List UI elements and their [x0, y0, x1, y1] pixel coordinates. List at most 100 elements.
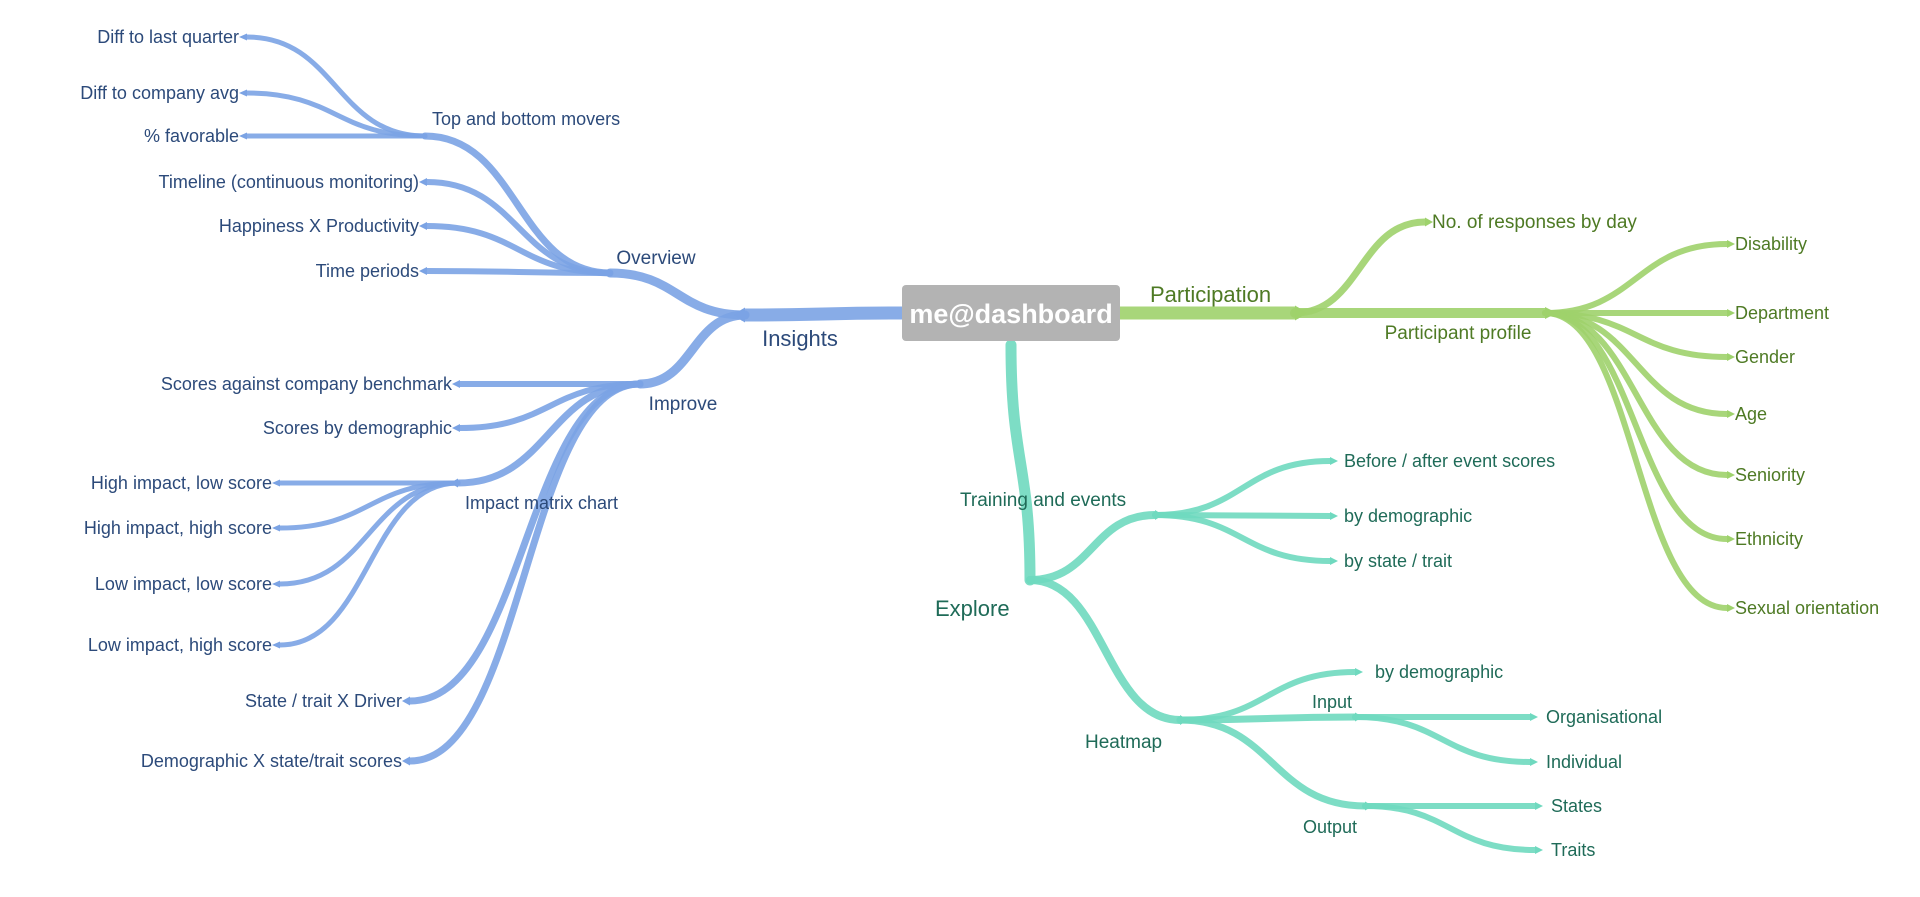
- node-heatmap[interactable]: Heatmap: [1085, 732, 1162, 753]
- edge-individual: [1352, 714, 1533, 765]
- edge-tip-low-high: [272, 641, 280, 649]
- node-low-high[interactable]: Low impact, high score: [88, 635, 272, 655]
- node-timeline[interactable]: Timeline (continuous monitoring): [159, 172, 419, 192]
- node-low-low[interactable]: Low impact, low score: [95, 574, 272, 594]
- edge-tip-age: [1727, 410, 1735, 418]
- node-training-events[interactable]: Training and events: [960, 490, 1126, 511]
- node-sexual-orientation[interactable]: Sexual orientation: [1735, 598, 1879, 618]
- node-diff-company-avg[interactable]: Diff to company avg: [80, 83, 239, 103]
- edge-tip-responses-by-day: [1425, 217, 1433, 227]
- edge-tip-te-by-demographic: [1330, 512, 1338, 520]
- edges: [239, 33, 1735, 854]
- node-before-after[interactable]: Before / after event scores: [1344, 451, 1555, 471]
- edge-overview: [605, 268, 750, 320]
- edge-tip-organisational: [1530, 713, 1538, 721]
- edge-tip-time-periods: [419, 267, 427, 275]
- edge-before-after: [1152, 458, 1333, 518]
- center-node[interactable]: me@dashboard: [902, 285, 1120, 341]
- edge-output: [1176, 716, 1369, 810]
- edge-tip-high-low: [272, 479, 280, 487]
- edge-tip-seniority: [1727, 471, 1735, 479]
- node-in-by-demographic[interactable]: by demographic: [1375, 662, 1503, 682]
- labels: Insights Overview Top and bottom movers Dif…: [80, 27, 1879, 860]
- edge-tip-state-trait-driver: [402, 696, 410, 706]
- node-te-by-demographic[interactable]: by demographic: [1344, 506, 1472, 526]
- node-scores-demographic[interactable]: Scores by demographic: [263, 418, 452, 438]
- node-traits[interactable]: Traits: [1551, 840, 1595, 860]
- edge-ethnicity: [1542, 310, 1730, 542]
- edge-tip-high-high: [272, 524, 280, 532]
- edge-diff-company-avg: [244, 90, 428, 139]
- node-overview[interactable]: Overview: [616, 248, 695, 269]
- edge-tip-disability: [1727, 240, 1735, 248]
- edge-tip-demographic-state-trait: [402, 756, 410, 766]
- node-department[interactable]: Department: [1735, 303, 1829, 323]
- edge-tip-ethnicity: [1727, 535, 1735, 543]
- node-input[interactable]: Input: [1312, 692, 1352, 712]
- node-time-periods[interactable]: Time periods: [316, 261, 419, 281]
- edge-tip-states: [1535, 802, 1543, 810]
- node-state-trait-driver[interactable]: State / trait X Driver: [245, 691, 402, 711]
- node-individual[interactable]: Individual: [1546, 752, 1622, 772]
- edge-tip-low-low: [272, 580, 280, 588]
- edge-tip-scores-demographic: [452, 424, 460, 432]
- edge-tip-in-by-demographic: [1355, 668, 1363, 676]
- node-pct-favorable[interactable]: % favorable: [144, 126, 239, 146]
- edge-explore: [1005, 339, 1036, 586]
- edge-in-by-demographic: [1177, 669, 1358, 723]
- edge-tip-sexual-orientation: [1727, 604, 1735, 612]
- node-seniority[interactable]: Seniority: [1735, 465, 1805, 485]
- node-impact-matrix[interactable]: Impact matrix chart: [465, 493, 618, 513]
- node-organisational[interactable]: Organisational: [1546, 707, 1662, 727]
- node-top-bottom-movers[interactable]: Top and bottom movers: [432, 109, 620, 129]
- node-demographic-state-trait[interactable]: Demographic X state/trait scores: [141, 751, 402, 771]
- edge-tip-pct-favorable: [239, 132, 247, 140]
- edge-tip-individual: [1530, 758, 1538, 766]
- node-scores-benchmark[interactable]: Scores against company benchmark: [161, 374, 453, 394]
- center-node-label: me@dashboard: [909, 299, 1112, 329]
- edge-traits: [1362, 803, 1538, 853]
- edge-insights: [738, 306, 909, 322]
- node-participant-profile[interactable]: Participant profile: [1385, 323, 1532, 344]
- node-age[interactable]: Age: [1735, 404, 1767, 424]
- edge-disability: [1542, 241, 1730, 316]
- node-explore[interactable]: Explore: [935, 596, 1010, 621]
- edge-tip-diff-company-avg: [239, 89, 247, 97]
- node-gender[interactable]: Gender: [1735, 347, 1795, 367]
- node-te-by-state-trait[interactable]: by state / trait: [1344, 551, 1452, 571]
- edge-improve: [635, 310, 750, 389]
- node-happiness-productivity[interactable]: Happiness X Productivity: [219, 216, 419, 236]
- edge-demographic-state-trait: [406, 380, 644, 765]
- center-node-box: [902, 285, 1120, 341]
- node-diff-last-quarter[interactable]: Diff to last quarter: [97, 27, 239, 47]
- edge-impact-matrix: [454, 380, 644, 487]
- edge-tip-happiness-productivity: [419, 222, 427, 230]
- edge-sexual-orientation: [1542, 310, 1730, 611]
- edge-tip-traits: [1535, 846, 1543, 854]
- node-participation[interactable]: Participation: [1150, 282, 1271, 307]
- edge-top-bottom-movers: [421, 132, 614, 277]
- node-high-low[interactable]: High impact, low score: [91, 473, 272, 493]
- edge-heatmap: [1026, 576, 1184, 724]
- edge-tip-scores-benchmark: [452, 380, 460, 388]
- edge-responses-by-day: [1291, 218, 1429, 317]
- edge-te-by-state-trait: [1152, 512, 1333, 564]
- edge-diff-last-quarter: [244, 34, 428, 139]
- node-responses-by-day[interactable]: No. of responses by day: [1432, 212, 1637, 233]
- node-ethnicity[interactable]: Ethnicity: [1735, 529, 1803, 549]
- node-improve[interactable]: Improve: [649, 394, 718, 415]
- edge-tip-timeline: [419, 178, 427, 186]
- node-disability[interactable]: Disability: [1735, 234, 1807, 254]
- edge-tip-te-by-state-trait: [1330, 557, 1338, 565]
- edge-tip-department: [1727, 309, 1735, 317]
- edge-training-events: [1026, 511, 1159, 584]
- node-output[interactable]: Output: [1303, 817, 1357, 837]
- edge-tip-diff-last-quarter: [239, 33, 247, 41]
- edge-tip-gender: [1727, 353, 1735, 361]
- node-insights[interactable]: Insights: [762, 326, 838, 351]
- edge-tip-before-after: [1330, 457, 1338, 465]
- node-high-high[interactable]: High impact, high score: [84, 518, 272, 538]
- edge-low-high: [277, 480, 461, 648]
- node-states[interactable]: States: [1551, 796, 1602, 816]
